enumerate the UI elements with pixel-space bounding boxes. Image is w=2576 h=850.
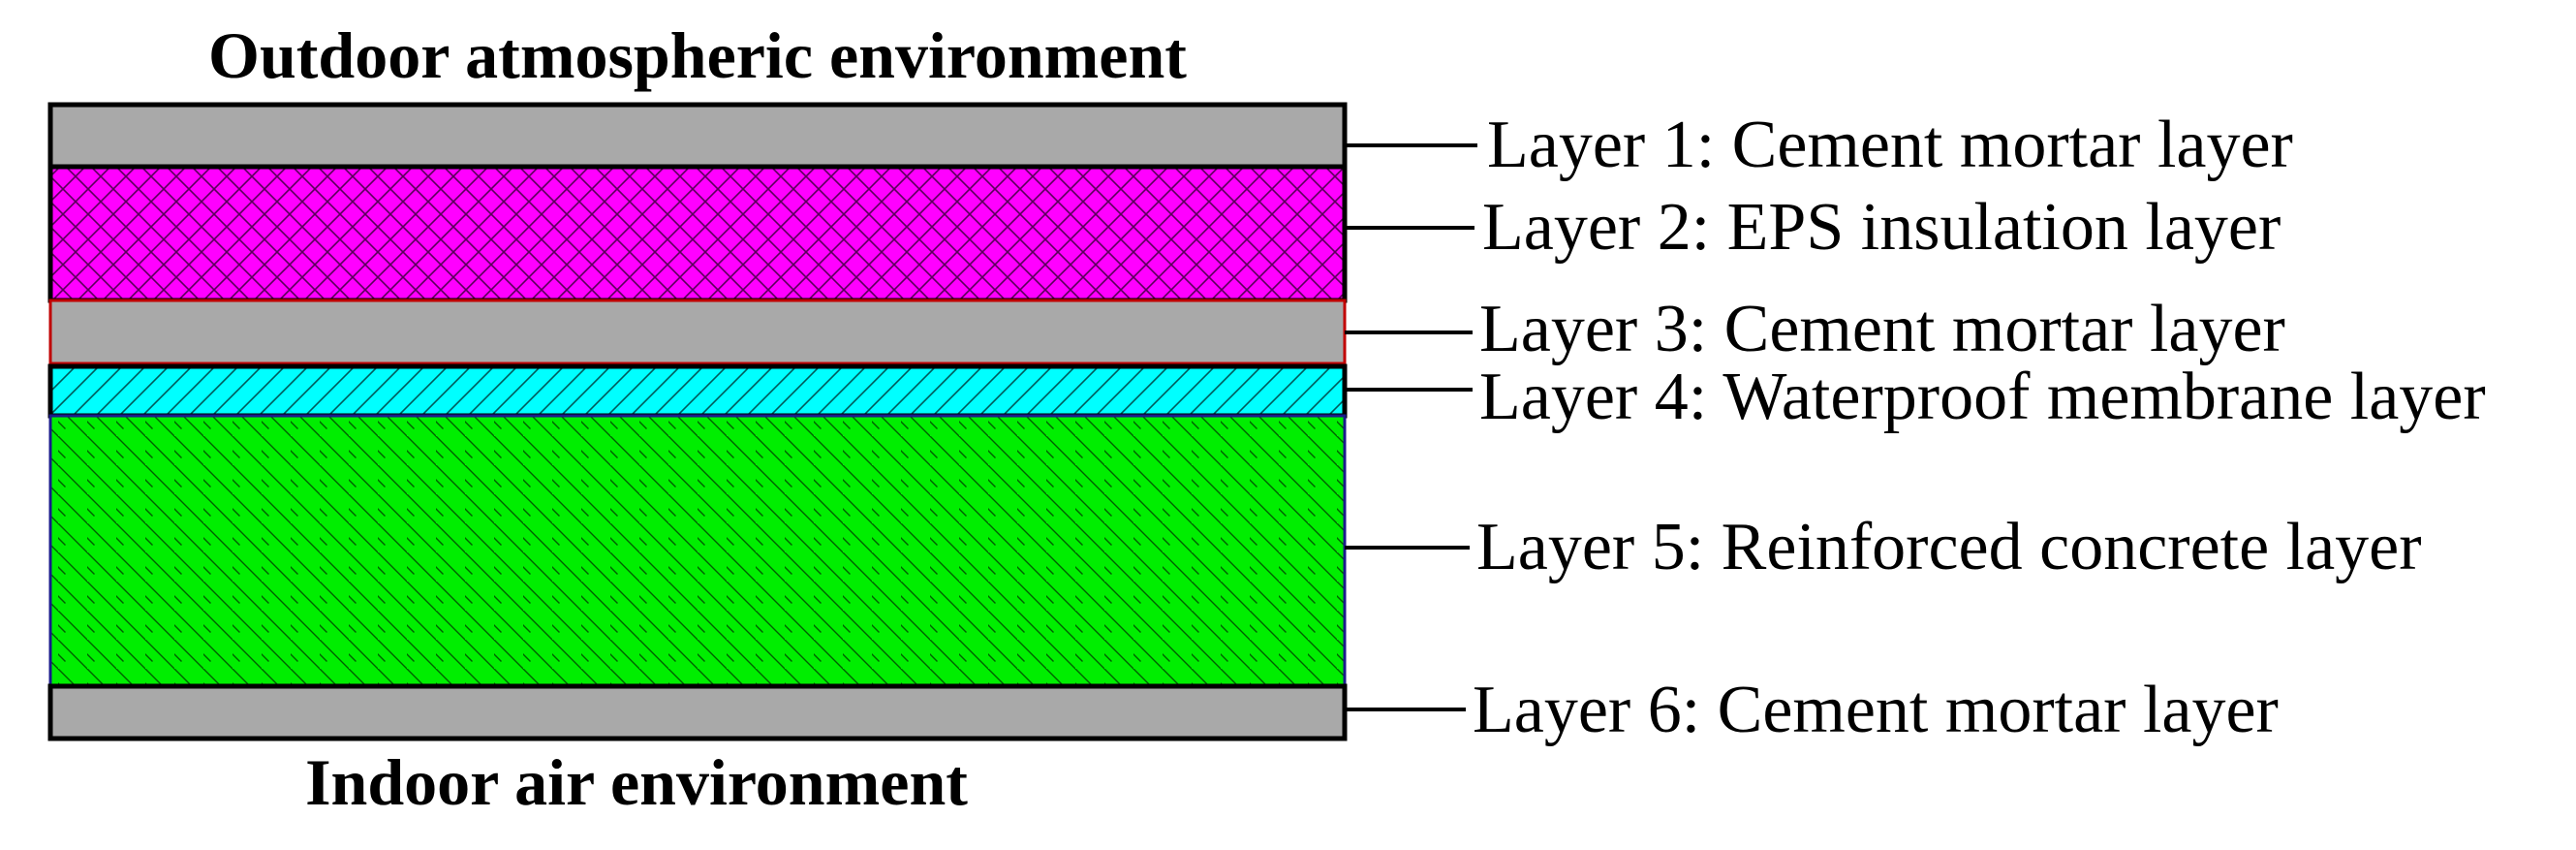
layer-3-rect [50, 300, 1345, 363]
layer-1-rect [50, 105, 1345, 167]
layer-6-border [47, 683, 1348, 741]
layer-4-label: Layer 4: Waterproof membrane layer [1479, 360, 2486, 434]
layer-5-label: Layer 5: Reinforced concrete layer [1476, 510, 2422, 584]
layer-4-hatch-pattern [50, 366, 1345, 416]
layer-stack [47, 102, 1348, 741]
layer-2-hatch-pattern [50, 167, 1345, 300]
layer-5-hatch-pattern [50, 416, 1345, 686]
outdoor-environment-caption: Outdoor atmospheric environment [208, 18, 1187, 92]
layer-1-label: Layer 1: Cement mortar layer [1487, 108, 2293, 182]
layer-6-label: Layer 6: Cement mortar layer [1473, 673, 2279, 747]
indoor-environment-caption: Indoor air environment [305, 745, 968, 819]
layer-6-rect [50, 686, 1345, 739]
leader-lines [1345, 143, 1477, 711]
layer-2-label: Layer 2: EPS insulation layer [1482, 190, 2281, 265]
layer-3-label: Layer 3: Cement mortar layer [1479, 292, 2285, 366]
